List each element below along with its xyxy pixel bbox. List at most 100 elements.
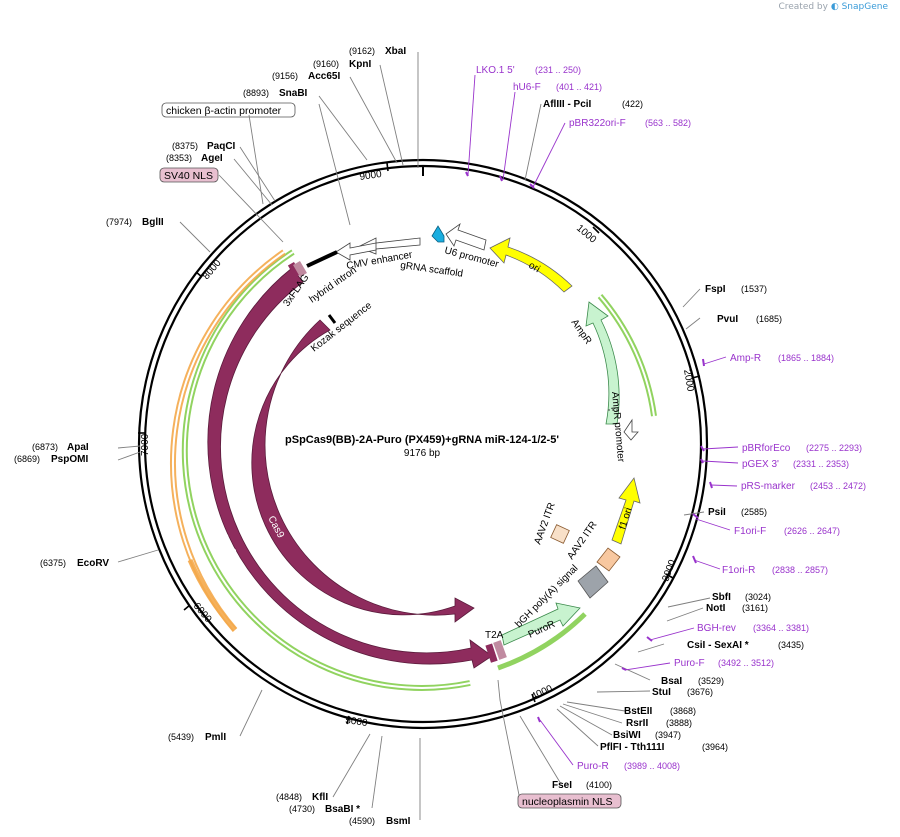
plasmid-name: pSpCas9(BB)-2A-Puro (PX459)+gRNA miR-124… — [285, 434, 559, 446]
site-sbfi-pos: (3024) — [745, 592, 771, 602]
primer-prs-range: (2453 .. 2472) — [810, 481, 866, 491]
nucleoplasmin-feature — [493, 640, 507, 660]
primer-lko1-range: (231 .. 250) — [535, 65, 581, 75]
created-by-text: Created by — [778, 2, 828, 12]
feature-label-aav2-itr-b: AAV2 ITR — [565, 520, 599, 562]
primer-hu6f-range: (401 .. 421) — [556, 82, 602, 92]
restriction-sites: (9162) XbaI (9160) KpnI (9156) Acc65I (8… — [14, 46, 804, 827]
site-noti-pos: (3161) — [742, 603, 768, 613]
site-bsiwi-name: BsiWI — [613, 730, 641, 741]
site-bsabi-name: BsaBI * — [325, 804, 360, 815]
site-psii-pos: (2585) — [741, 507, 767, 517]
tick-label-4000: 4000 — [530, 683, 555, 703]
site-pspomi-pos: (6869) — [14, 454, 40, 464]
site-bsteii-name: BstEII — [624, 706, 653, 717]
boxed-label-sv40: SV40 NLS — [159, 167, 219, 183]
site-fsei-name: FseI — [552, 780, 572, 791]
site-fsei-pos: (4100) — [586, 780, 612, 790]
ori-arrow — [489, 237, 573, 293]
u6-promoter-arrow — [445, 222, 487, 251]
site-agei-pos: (8353) — [166, 153, 192, 163]
primer-f1orir-name: F1ori-R — [722, 565, 755, 576]
site-bglii-pos: (7974) — [106, 217, 132, 227]
site-csii-name: CsiI - SexAI * — [687, 640, 749, 651]
site-pflfi-pos: (3964) — [702, 742, 728, 752]
aav2-itr-right — [596, 547, 621, 572]
selection-band-green-bottom — [497, 612, 587, 671]
tick-label-2000: 2000 — [681, 369, 696, 393]
primer-labels: LKO.1 5' (231 .. 250) hU6-F (401 .. 421)… — [476, 65, 866, 772]
site-paqci-pos: (8375) — [172, 141, 198, 151]
leader-lines — [117, 52, 711, 820]
cas9-inner-arrow — [251, 319, 475, 623]
primer-purof-range: (3492 .. 3512) — [718, 658, 774, 668]
site-pmli-name: PmlI — [205, 732, 226, 743]
site-ecorv-name: EcoRV — [77, 558, 109, 569]
primer-leader-lines — [467, 74, 739, 766]
primer-purof-name: Puro-F — [674, 658, 705, 669]
boxed-label-sv40-text: SV40 NLS — [164, 170, 213, 182]
site-bsai-pos: (3529) — [698, 676, 724, 686]
feature-label-grna: gRNA scaffold — [400, 260, 464, 280]
site-acc65i-name: Acc65I — [308, 71, 340, 82]
plasmid-size: 9176 bp — [404, 448, 441, 459]
primer-pgex-name: pGEX 3' — [742, 459, 779, 470]
site-pvui-pos: (1685) — [756, 314, 782, 324]
site-bsabi-pos: (4730) — [289, 804, 315, 814]
tick-label-3000: 3000 — [660, 558, 678, 583]
boxed-label-chicken: chicken β-actin promoter — [161, 102, 296, 118]
puror-arrow — [501, 602, 581, 646]
boxed-label-nucleoplasmin-text: nucleoplasmin NLS — [522, 796, 612, 808]
primer-pbrforeco-range: (2275 .. 2293) — [806, 443, 862, 453]
site-psii-name: PsiI — [708, 507, 726, 518]
site-afliii-pos: (422) — [622, 99, 643, 109]
boxed-label-chicken-text: chicken β-actin promoter — [166, 105, 282, 117]
primer-puror-range: (3989 .. 4008) — [624, 761, 680, 771]
aav2-itr-left — [550, 524, 570, 544]
site-apai-pos: (6873) — [32, 442, 58, 452]
snapgene-logo-icon: ◐ — [830, 2, 839, 12]
site-bsai-name: BsaI — [661, 676, 682, 687]
ampr-promoter-arrow — [623, 418, 639, 441]
t2a-feature — [485, 643, 498, 663]
feature-label-ampr-promoter: AmpR promoter — [609, 391, 626, 463]
snapgene-product-name: SnapGene — [841, 2, 888, 12]
grna-scaffold-marker — [431, 225, 445, 243]
site-xbai-pos: (9162) — [349, 46, 375, 56]
tick-label-7000: 7000 — [140, 433, 151, 456]
feature-label-ori: ori — [527, 260, 542, 275]
f1ori-arrow — [611, 477, 641, 545]
site-sbfi-name: SbfI — [712, 592, 731, 603]
site-bsmi-name: BsmI — [386, 816, 411, 827]
site-fspi-pos: (1537) — [741, 284, 767, 294]
site-afliii-name: AflIII - PciI — [543, 99, 592, 110]
site-pflfi-name: PflFI - Tth111I — [600, 742, 665, 753]
primer-pbrforeco-name: pBRforEco — [742, 443, 791, 454]
site-bsteii-pos: (3868) — [670, 706, 696, 716]
scale-ticks — [138, 162, 701, 725]
site-noti-name: NotI — [706, 603, 726, 614]
site-pmli-pos: (5439) — [168, 732, 194, 742]
ampr-arrow — [585, 301, 620, 425]
site-pspomi-name: PspOMI — [51, 454, 88, 465]
primer-pgex-range: (2331 .. 2353) — [793, 459, 849, 469]
primer-pbr322-range: (563 .. 582) — [645, 118, 691, 128]
primer-lko1-name: LKO.1 5' — [476, 65, 515, 76]
site-snabi-pos: (8893) — [243, 88, 269, 98]
site-bsiwi-pos: (3947) — [655, 730, 681, 740]
site-stui-pos: (3676) — [687, 687, 713, 697]
site-paqci-name: PaqCI — [207, 141, 236, 152]
feature-label-f1ori: f1 ori — [617, 506, 634, 531]
primer-ampr-range: (1865 .. 1884) — [778, 353, 834, 363]
site-rsrii-pos: (3888) — [666, 718, 692, 728]
nls-feature — [293, 260, 307, 278]
bgh-feature — [577, 565, 609, 599]
feature-label-t2a: T2A — [485, 630, 504, 641]
site-agei-name: AgeI — [201, 153, 223, 164]
site-xbai-name: XbaI — [385, 46, 406, 57]
flag-feature — [287, 261, 301, 278]
primer-prs-name: pRS-marker — [741, 481, 796, 492]
primer-bghrev-range: (3364 .. 3381) — [753, 623, 809, 633]
site-snabi-name: SnaBI — [279, 88, 308, 99]
